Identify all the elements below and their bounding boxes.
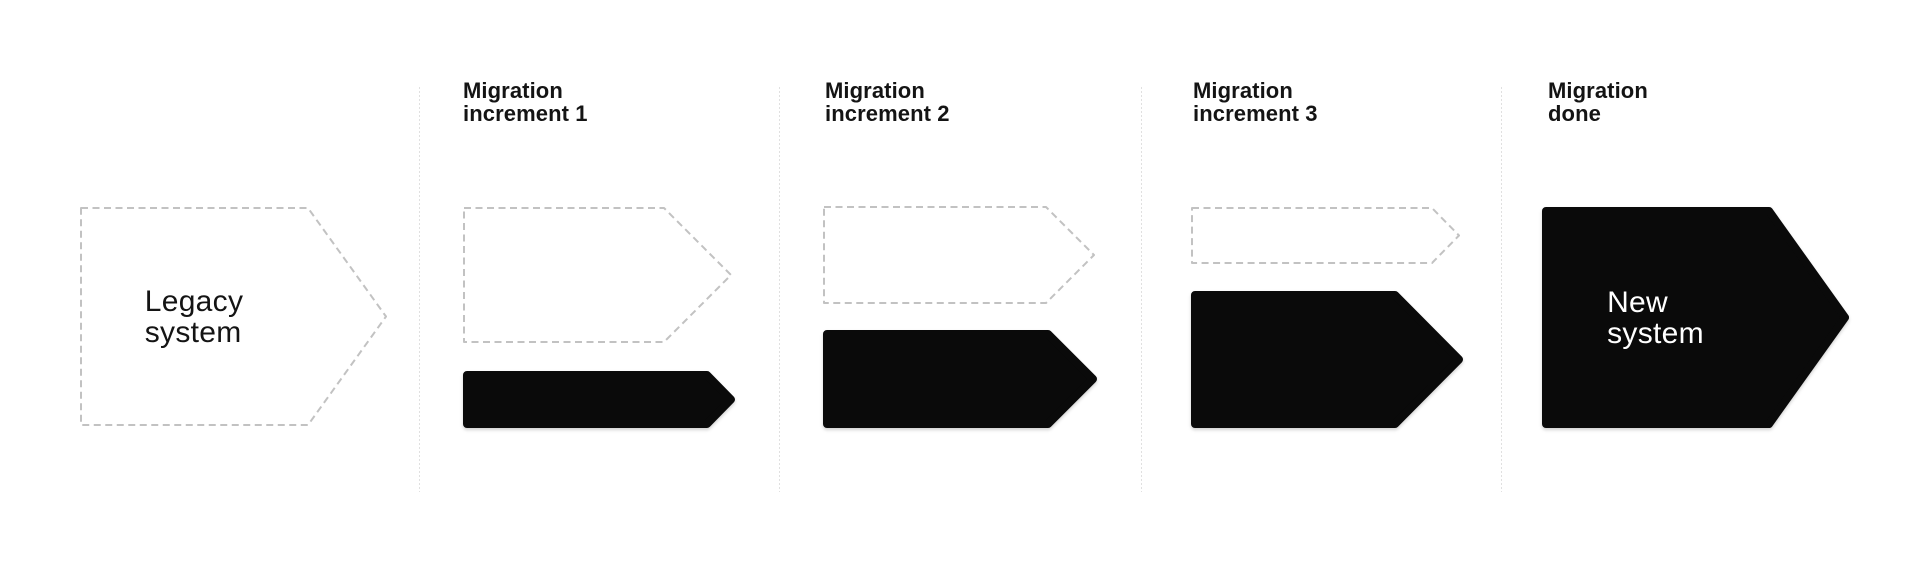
- label-migration-increment-3: Migration increment 3: [1193, 79, 1318, 125]
- label-line-1: Migration: [1193, 78, 1293, 103]
- increment-2-remaining-shape: [823, 206, 1095, 304]
- label-line-2: increment 2: [825, 101, 950, 126]
- label-line-2: increment 3: [1193, 101, 1318, 126]
- increment-3-migrated-shape: [1191, 291, 1463, 428]
- legacy-system-shape: [80, 207, 387, 426]
- column-divider: [779, 87, 780, 492]
- label-migration-increment-1: Migration increment 1: [463, 79, 588, 125]
- label-line-2: done: [1548, 101, 1601, 126]
- increment-1-migrated-shape: [463, 371, 735, 428]
- column-divider: [1501, 87, 1502, 492]
- increment-1-remaining-shape: [463, 207, 732, 343]
- column-divider: [1141, 87, 1142, 492]
- label-line-2: increment 1: [463, 101, 588, 126]
- label-line-1: Migration: [825, 78, 925, 103]
- increment-2-migrated-shape: [823, 330, 1097, 428]
- label-line-1: Migration: [1548, 78, 1648, 103]
- label-migration-increment-2: Migration increment 2: [825, 79, 950, 125]
- increment-3-remaining-shape: [1191, 207, 1460, 264]
- label-line-1: Migration: [463, 78, 563, 103]
- label-migration-done: Migration done: [1548, 79, 1648, 125]
- new-system-shape: [1542, 207, 1849, 428]
- column-divider: [419, 87, 420, 492]
